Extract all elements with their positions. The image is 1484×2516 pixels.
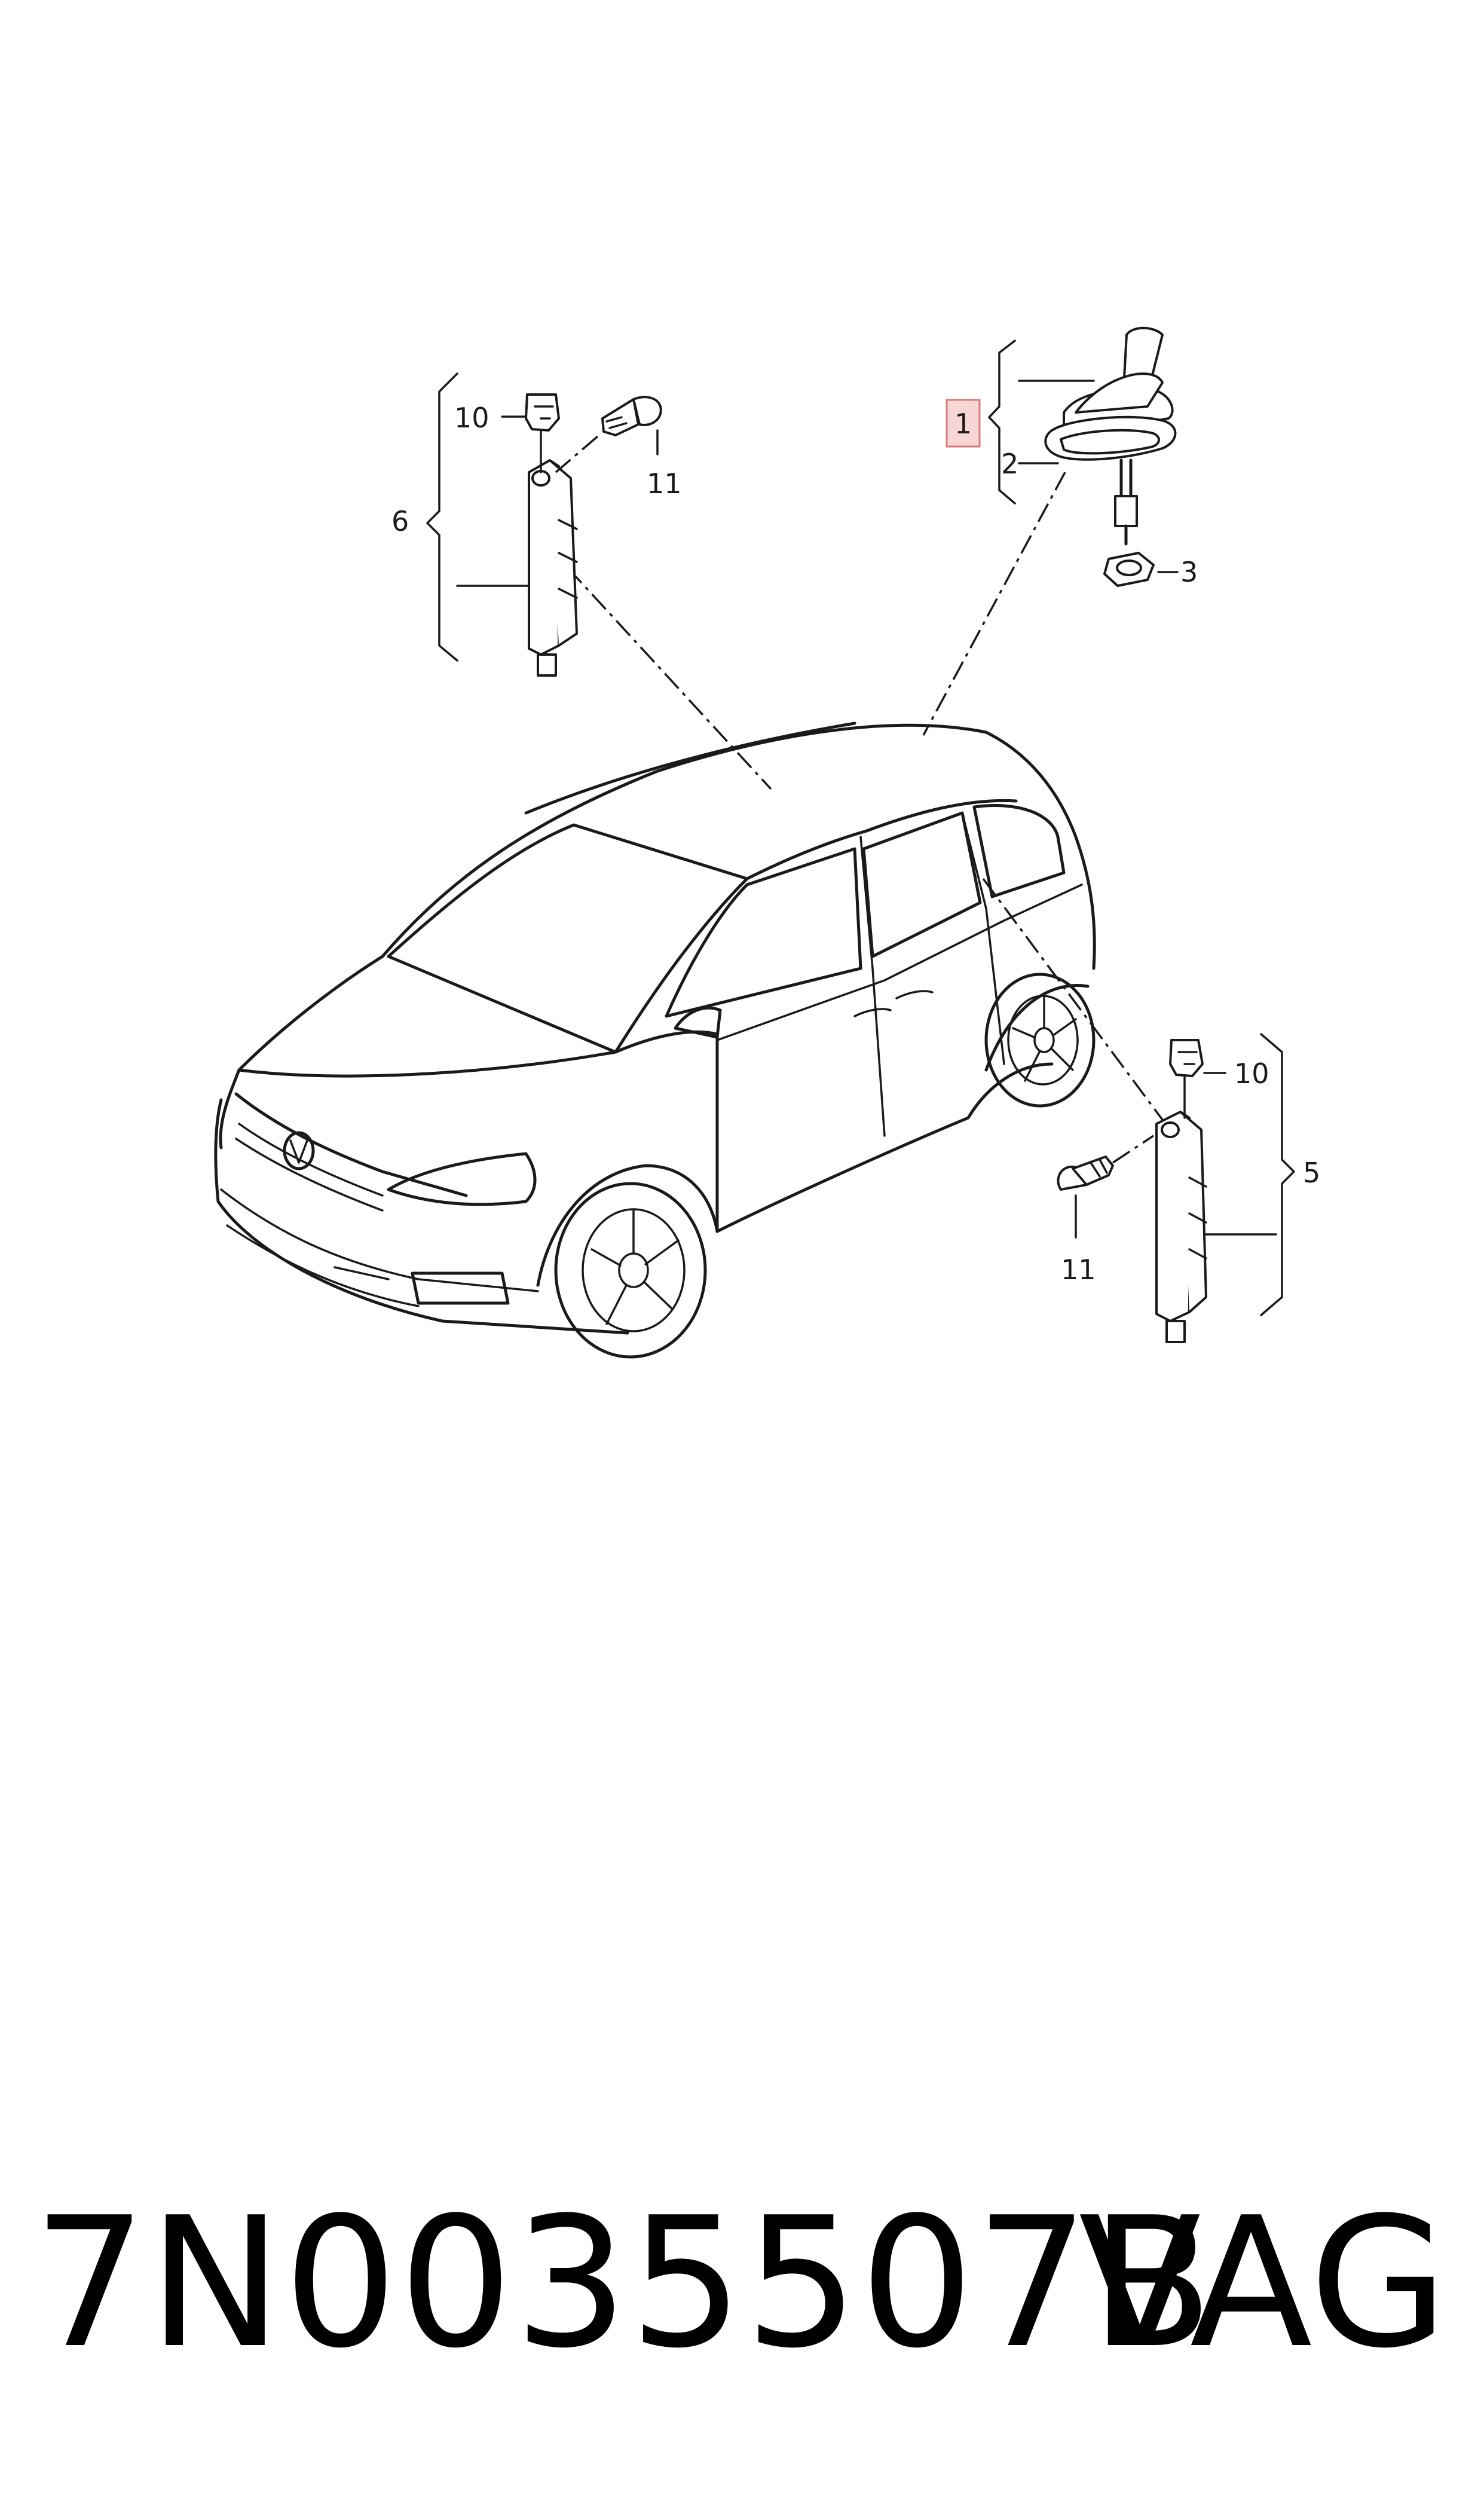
brand-label: VAG [1078, 2179, 1448, 2387]
callout-6[interactable]: 6 [391, 505, 409, 537]
callout-5[interactable]: 5 [1303, 1157, 1320, 1189]
footer: 7N0035507B VAG [0, 2176, 1484, 2391]
callout-11-right[interactable]: 11 [1061, 1254, 1096, 1286]
car-illustration [214, 722, 1096, 1359]
roof-antenna [988, 326, 1179, 587]
leader-amp5-to-window [982, 878, 1167, 1125]
callout-10-top[interactable]: 10 [454, 402, 489, 434]
callout-10-right[interactable]: 10 [1234, 1057, 1269, 1090]
callout-3[interactable]: 3 [1180, 556, 1198, 588]
callout-11-top[interactable]: 11 [647, 467, 682, 500]
callout-1-highlight [946, 399, 981, 448]
leader-amp6-to-roof [567, 567, 772, 790]
antenna-amplifier-6 [426, 372, 662, 677]
leader-antenna-to-roof [922, 472, 1066, 736]
antenna-amplifier-5 [1057, 1033, 1295, 1343]
callout-1[interactable]: 1 [954, 408, 972, 440]
part-number: 7N0035507B [33, 2179, 1215, 2387]
callout-2[interactable]: 2 [1001, 448, 1018, 480]
